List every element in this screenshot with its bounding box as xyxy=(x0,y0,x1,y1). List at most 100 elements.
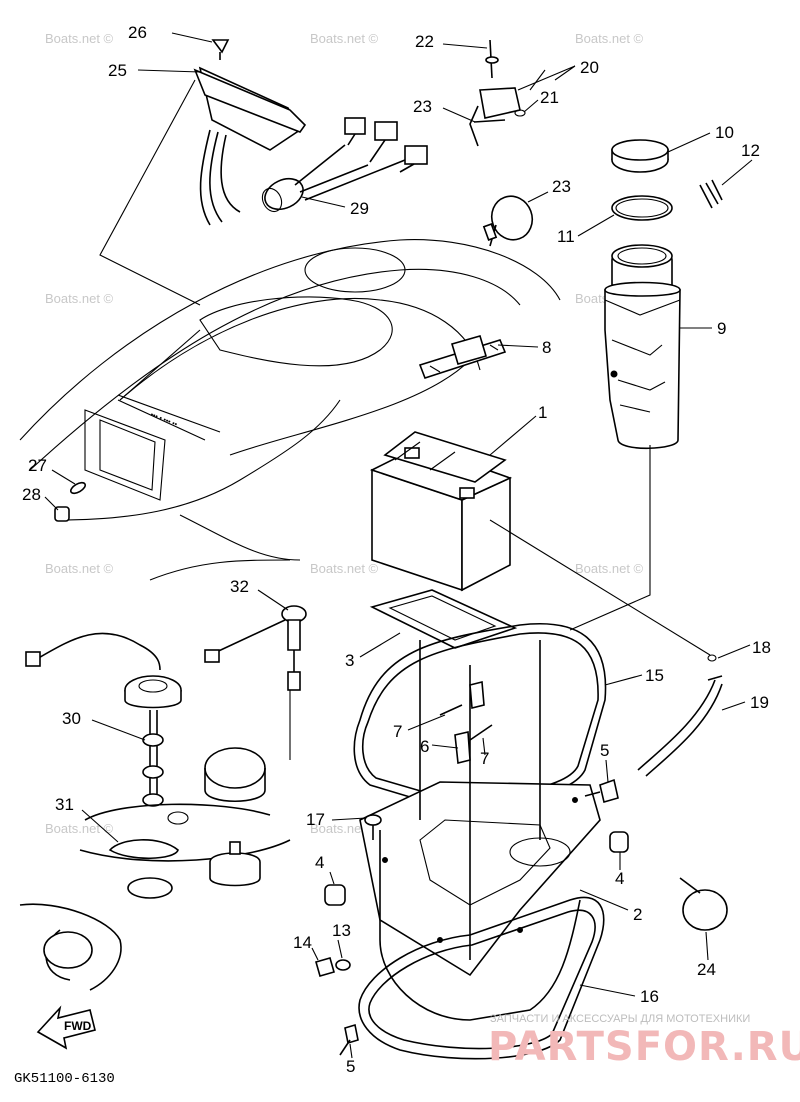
callout-label: 5 xyxy=(600,741,609,760)
callout-12: 12 xyxy=(721,141,760,186)
hull-deck-outline: ▪▪▪ ▪ ▪▪▪ ▪▪ xyxy=(19,239,561,581)
callout-5b: 5 xyxy=(346,1043,355,1076)
watermark-layer: Boats.net © Boats.net © Boats.net © Boat… xyxy=(45,31,644,836)
callout-7a: 7 xyxy=(393,714,446,741)
clamp-assembly xyxy=(469,39,526,147)
callout-19: 19 xyxy=(721,693,769,712)
callout-24: 24 xyxy=(697,931,716,979)
watermark: Boats.net © xyxy=(45,821,114,836)
fuel-sender-assembly xyxy=(19,605,307,991)
callout-label: 10 xyxy=(715,123,734,142)
callout-6: 6 xyxy=(420,737,459,756)
callout-30: 30 xyxy=(62,709,146,741)
fwd-label: FWD xyxy=(64,1019,92,1033)
callout-label: 3 xyxy=(345,651,354,670)
watermark: Boats.net © xyxy=(45,561,114,576)
callout-23b: 23 xyxy=(527,177,571,203)
shop-tagline: ЗАПЧАСТИ И АКСЕССУАРЫ ДЛЯ МОТОТЕХНИКИ xyxy=(490,1013,750,1025)
callout-label: 15 xyxy=(645,666,664,685)
callout-4a: 4 xyxy=(315,853,335,885)
forward-arrow-icon: FWD xyxy=(36,1005,96,1050)
fasteners xyxy=(315,778,629,1056)
battery-case-assembly xyxy=(353,623,607,1060)
callout-label: 7 xyxy=(393,722,402,741)
callout-2: 2 xyxy=(579,889,642,924)
callout-label: 29 xyxy=(350,199,369,218)
callout-27: 27 xyxy=(28,456,76,485)
callout-label: 18 xyxy=(752,638,771,657)
svg-text:▪▪▪ ▪ ▪▪▪ ▪▪: ▪▪▪ ▪ ▪▪▪ ▪▪ xyxy=(149,411,178,428)
callout-label: 28 xyxy=(22,485,41,504)
callout-label: 21 xyxy=(540,88,559,107)
callout-16: 16 xyxy=(579,984,659,1006)
callout-label: 8 xyxy=(542,338,551,357)
battery-band-bracket xyxy=(418,335,507,379)
callout-label: 25 xyxy=(108,61,127,80)
callout-label: 20 xyxy=(580,58,599,77)
callout-label: 19 xyxy=(750,693,769,712)
watermark: Boats.net © xyxy=(575,561,644,576)
callout-label: 1 xyxy=(538,403,547,422)
cable-tie xyxy=(679,877,728,931)
callout-label: 9 xyxy=(717,319,726,338)
callout-9: 9 xyxy=(680,319,726,338)
reference-lines xyxy=(99,69,711,760)
callout-label: 11 xyxy=(557,227,575,246)
callout-3: 3 xyxy=(345,632,401,670)
callout-26: 26 xyxy=(128,23,213,43)
callout-14: 14 xyxy=(293,933,319,961)
tie-band xyxy=(482,195,534,247)
callout-23a: 23 xyxy=(413,97,476,123)
callout-label: 12 xyxy=(741,141,760,160)
callout-label: 4 xyxy=(615,869,624,888)
callout-1: 1 xyxy=(489,403,547,456)
callout-28: 28 xyxy=(22,485,59,511)
callout-8: 8 xyxy=(497,338,551,357)
callout-labels: 26 25 22 20 21 23 10 12 29 23 11 9 8 1 2… xyxy=(22,23,771,1076)
callout-20: 20 xyxy=(517,58,599,91)
callout-29: 29 xyxy=(301,196,369,218)
battery xyxy=(369,431,513,592)
callout-label: 7 xyxy=(480,749,489,768)
callout-label: 23 xyxy=(413,97,432,116)
callout-10: 10 xyxy=(667,123,734,153)
watermark: Boats.net © xyxy=(45,31,114,46)
shop-brand: PARTSFOR.RU xyxy=(488,1024,800,1070)
callout-11: 11 xyxy=(557,214,615,246)
callout-17: 17 xyxy=(306,810,367,829)
terminal-bracket xyxy=(439,680,493,764)
shop-watermark: ЗАПЧАСТИ И АКСЕССУАРЫ ДЛЯ МОТОТЕХНИКИ PA… xyxy=(488,1013,800,1070)
callout-label: 23 xyxy=(552,177,571,196)
callout-32: 32 xyxy=(230,577,289,611)
callout-label: 27 xyxy=(28,456,47,475)
vent-hose xyxy=(637,654,723,777)
switch-housing-assembly xyxy=(193,39,428,226)
battery-pad xyxy=(369,589,518,649)
callout-label: 6 xyxy=(420,737,429,756)
callout-label: 16 xyxy=(640,987,659,1006)
filler-neck-assembly xyxy=(604,139,723,450)
callout-label: 5 xyxy=(346,1057,355,1076)
callout-label: 22 xyxy=(415,32,434,51)
callout-15: 15 xyxy=(604,666,664,686)
cap-and-seal xyxy=(54,481,87,522)
watermark: Boats.net © xyxy=(45,291,114,306)
callout-5a: 5 xyxy=(600,741,609,783)
callout-18: 18 xyxy=(717,638,771,659)
callout-21: 21 xyxy=(523,88,559,113)
callout-4b: 4 xyxy=(615,852,624,888)
watermark: Boats.net © xyxy=(310,31,379,46)
callout-31: 31 xyxy=(55,795,119,843)
watermark: Boats.net © xyxy=(310,561,379,576)
callout-label: 13 xyxy=(332,921,351,940)
callout-label: 30 xyxy=(62,709,81,728)
watermark: Boats.net © xyxy=(575,31,644,46)
callout-label: 17 xyxy=(306,810,325,829)
callout-13: 13 xyxy=(332,921,351,959)
callout-25: 25 xyxy=(108,61,201,80)
callout-22: 22 xyxy=(415,32,488,51)
callout-label: 24 xyxy=(697,960,716,979)
callout-label: 2 xyxy=(633,905,642,924)
callout-label: 31 xyxy=(55,795,74,814)
